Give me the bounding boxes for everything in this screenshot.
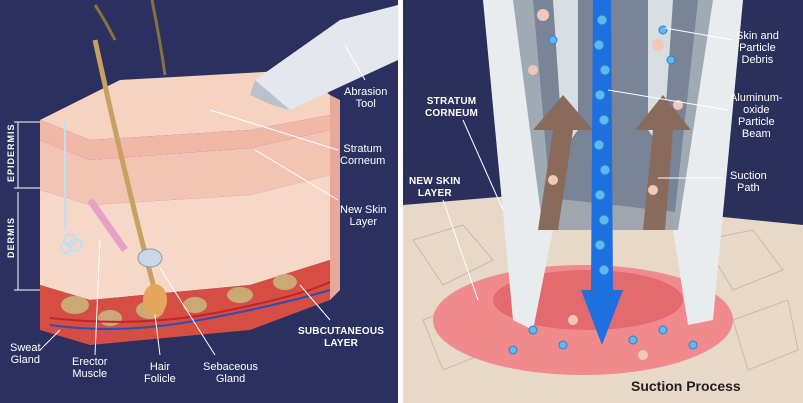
stratum-corneum-label: STRATUM CORNEUM (425, 96, 479, 119)
hair-shaft (92, 39, 163, 311)
leader-lines (442, 27, 734, 301)
panel-divider (398, 0, 403, 403)
sebaceous-gland-shape (137, 248, 163, 268)
skin-block-side (330, 95, 340, 300)
skin-cell-texture (412, 224, 799, 371)
dermis-label: DERMIS (6, 216, 16, 258)
suction-process-title: Suction Process (631, 378, 741, 394)
hair-strand-2 (93, 4, 117, 41)
suction-path-label: Suction Path (730, 170, 767, 194)
particles (508, 14, 698, 355)
stratum-corneum-band (40, 115, 330, 160)
skin-particle-debris-label: Skin and Particle Debris (736, 30, 779, 66)
hair-follicle-bulb (143, 284, 167, 316)
sweat-gland-shape (60, 120, 83, 254)
epidermis-label: EPIDERMIS (6, 123, 16, 182)
leader-lines (39, 44, 366, 356)
abrasion-tool-label: Abrasion Tool (344, 86, 388, 110)
skin-debris (528, 9, 683, 360)
sweat-gland-label: Sweat Gland (10, 342, 41, 366)
skin-cross-section-panel: Abrasion Tool Stratum Corneum New Skin L… (0, 0, 398, 403)
blood-vessels (49, 281, 331, 330)
hair-strand (150, 0, 167, 76)
erector-muscle-shape (87, 197, 128, 253)
sebaceous-gland-label: Sebaceous Gland (203, 361, 259, 385)
stratum-corneum-label: Stratum Corneum (340, 143, 386, 167)
new-skin-layer-label: NEW SKIN LAYER (409, 176, 461, 199)
suction-process-illustration (403, 0, 803, 403)
dermis-region (40, 175, 330, 300)
layer-brackets (14, 121, 40, 291)
erector-muscle-label: Erector Muscle (72, 356, 108, 380)
new-skin-layer-band (40, 130, 330, 205)
new-skin-layer-label: New Skin Layer (340, 204, 387, 228)
suction-arrows (533, 95, 691, 230)
aluminum-oxide-beam-label: Aluminum- oxide Particle Beam (730, 92, 783, 140)
subcutaneous-layer-label: SUBCUTANEOUS LAYER (298, 326, 385, 349)
suction-process-panel: STRATUM CORNEUM NEW SKIN LAYER Skin and … (403, 0, 803, 403)
hair-folicle-label: Hair Folicle (144, 361, 176, 385)
abrasion-tool-shape (250, 5, 398, 110)
skin-cross-section-illustration (14, 0, 398, 356)
